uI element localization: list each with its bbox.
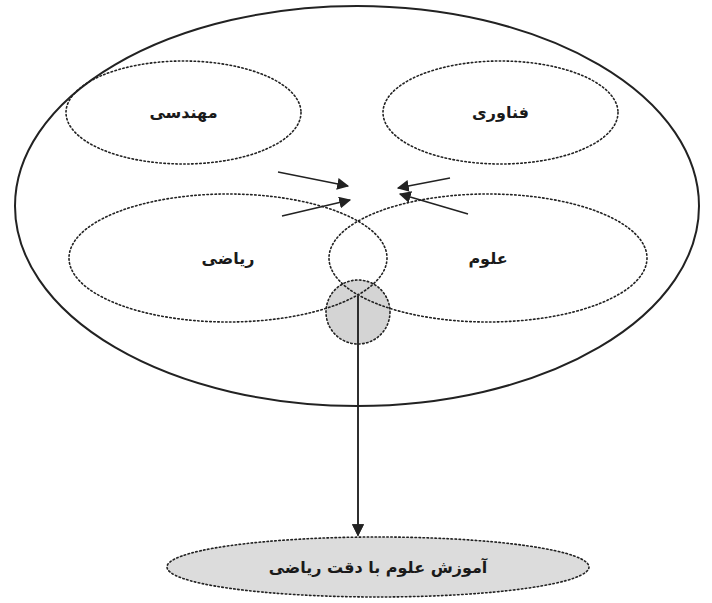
flow-arrow	[357, 296, 359, 535]
center-arrow	[282, 200, 350, 216]
concept-label: علوم	[468, 249, 507, 268]
center-arrow	[398, 178, 450, 188]
concept-ellipse: آموزش علوم با دقت ریاضی	[166, 536, 590, 598]
center-arrow	[400, 194, 468, 214]
concept-ellipse: ریاضی	[68, 193, 388, 323]
concept-label: مهندسی	[149, 103, 217, 122]
outer-ellipse	[15, 6, 699, 406]
concept-label: ریاضی	[202, 249, 255, 268]
concept-ellipse: علوم	[328, 193, 648, 323]
concept-label: فناوری	[472, 103, 529, 122]
concept-ellipse: مهندسی	[65, 60, 302, 165]
center-arrow	[278, 172, 348, 186]
concept-ellipse: فناوری	[382, 60, 619, 165]
concept-label: آموزش علوم با دقت ریاضی	[269, 558, 488, 577]
flow-arrow	[357, 296, 359, 535]
